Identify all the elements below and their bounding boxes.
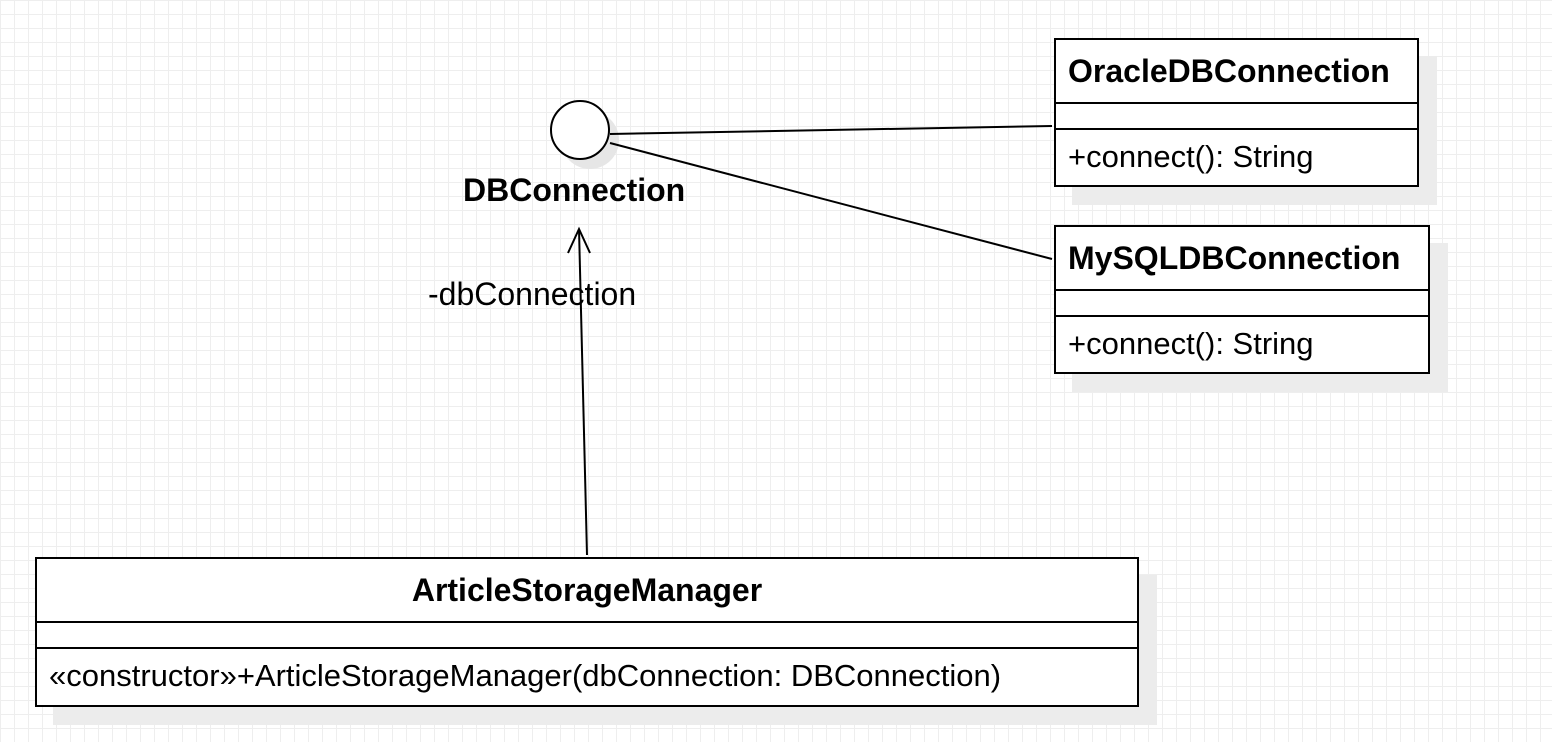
association-line[interactable] xyxy=(578,228,588,556)
class-oracle-db-connection[interactable]: OracleDBConnection +connect(): String xyxy=(1054,38,1419,187)
association-role-label: -dbConnection xyxy=(428,276,637,312)
association-arrowhead xyxy=(567,226,591,254)
class-name: OracleDBConnection xyxy=(1056,40,1417,104)
operation: «constructor»+ArticleStorageManager(dbCo… xyxy=(49,658,1002,693)
attributes-compartment xyxy=(1056,291,1428,317)
class-article-storage-manager[interactable]: ArticleStorageManager «constructor»+Arti… xyxy=(35,557,1139,707)
interface-lollipop[interactable] xyxy=(550,100,610,160)
operation: +connect(): String xyxy=(1068,139,1314,174)
realization-line-oracle[interactable] xyxy=(609,125,1053,135)
class-mysql-db-connection[interactable]: MySQLDBConnection +connect(): String xyxy=(1054,225,1430,374)
attributes-compartment xyxy=(37,623,1137,649)
class-name: MySQLDBConnection xyxy=(1056,227,1428,291)
attributes-compartment xyxy=(1056,104,1417,130)
interface-name: DBConnection xyxy=(463,172,686,208)
class-name: ArticleStorageManager xyxy=(37,559,1137,623)
operation: +connect(): String xyxy=(1068,326,1314,361)
realization-line-mysql[interactable] xyxy=(609,142,1053,260)
